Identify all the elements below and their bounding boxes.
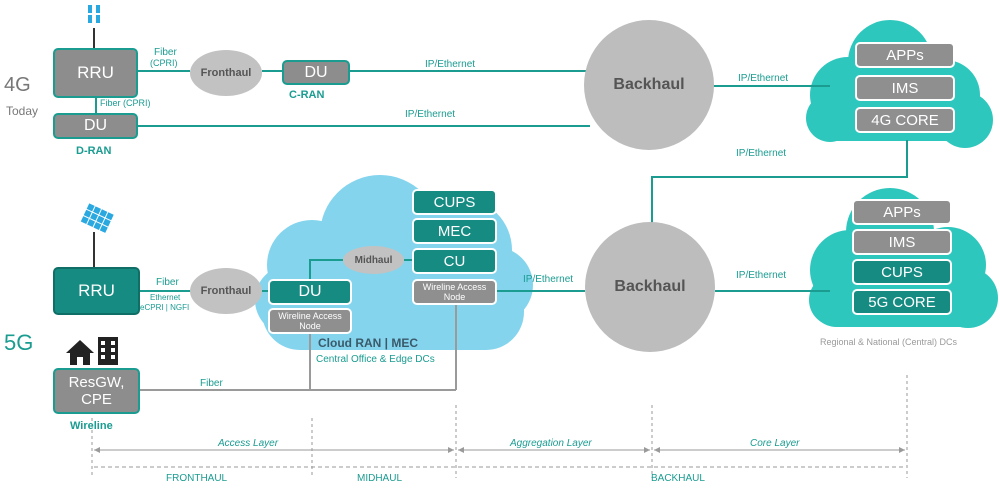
segment-fronthaul: FRONTHAUL bbox=[166, 473, 228, 484]
layer-arrows bbox=[94, 449, 905, 468]
core-5g-cups: CUPS bbox=[852, 259, 952, 285]
ip-label-interconnect: IP/Ethernet bbox=[736, 148, 787, 159]
fronthaul-5g: Fronthaul bbox=[190, 268, 262, 314]
du-cran: DU bbox=[282, 60, 350, 85]
building-icon bbox=[98, 337, 118, 365]
wireline-label: Wireline bbox=[70, 420, 113, 432]
ecpri-label-5g: eCPRI | NGFI bbox=[140, 303, 190, 312]
ethernet-label-5g: Ethernet bbox=[150, 293, 181, 302]
fronthaul-4g: Fronthaul bbox=[190, 50, 262, 96]
cu-stack-cu: CU bbox=[412, 248, 497, 274]
layer-access: Access Layer bbox=[218, 438, 279, 449]
du-dran: DU bbox=[53, 113, 138, 139]
cell-tower-5g-icon bbox=[80, 203, 114, 268]
house-icon bbox=[66, 340, 94, 365]
backhaul-4g: Backhaul bbox=[584, 20, 714, 150]
dran-label: D-RAN bbox=[76, 145, 112, 157]
ip-label-top: IP/Ethernet bbox=[425, 59, 476, 70]
cloud-ran-sublabel: Central Office & Edge DCs bbox=[316, 354, 435, 365]
fiber-wireline-label: Fiber bbox=[200, 378, 223, 389]
segment-midhaul: MIDHAUL bbox=[357, 473, 403, 484]
layer-core: Core Layer bbox=[750, 438, 800, 449]
fiber-label-5g: Fiber bbox=[156, 277, 179, 288]
midhaul-5g: Midhaul bbox=[343, 246, 404, 274]
core-5g-apps: APPs bbox=[852, 199, 952, 225]
fiber-cpri-vertical-label: Fiber (CPRI) bbox=[100, 98, 151, 108]
du-5g: DU bbox=[268, 279, 352, 305]
core-5g-core: 5G CORE bbox=[852, 289, 952, 315]
wireline-links bbox=[140, 304, 457, 391]
rru-5g: RRU bbox=[53, 267, 140, 315]
fiber-label-4g: Fiber bbox=[154, 47, 177, 58]
cu-stack-mec: MEC bbox=[412, 218, 497, 244]
rru-4g: RRU bbox=[53, 48, 138, 98]
cu-stack-cups: CUPS bbox=[412, 189, 497, 215]
5g-links bbox=[140, 259, 830, 292]
resgw-cpe: ResGW, CPE bbox=[53, 368, 140, 414]
label-today: Today bbox=[6, 104, 39, 118]
cell-tower-4g-icon bbox=[88, 5, 100, 48]
ip-label-to-4g-core: IP/Ethernet bbox=[738, 73, 789, 84]
layer-dividers bbox=[91, 375, 908, 478]
wireline-access-node-right: Wireline Access Node bbox=[412, 279, 497, 305]
core-4g-core: 4G CORE bbox=[855, 107, 955, 133]
4g-links bbox=[95, 70, 908, 230]
ip-label-to-backhaul-5g: IP/Ethernet bbox=[523, 274, 574, 285]
layer-aggregation: Aggregation Layer bbox=[510, 438, 592, 449]
wireline-access-node-left: Wireline Access Node bbox=[268, 308, 352, 334]
core-4g-ims: IMS bbox=[855, 75, 955, 101]
core-4g-apps: APPs bbox=[855, 42, 955, 68]
core-5g-ims: IMS bbox=[852, 229, 952, 255]
ip-label-to-5g-core: IP/Ethernet bbox=[736, 270, 787, 281]
cpri-label-4g: (CPRI) bbox=[150, 58, 178, 68]
arrow-heads bbox=[94, 447, 905, 453]
backhaul-5g: Backhaul bbox=[585, 222, 715, 352]
segment-backhaul: BACKHAUL bbox=[651, 473, 705, 484]
cloud-ran-label: Cloud RAN | MEC bbox=[318, 336, 419, 350]
label-5g: 5G bbox=[4, 330, 34, 355]
label-4g: 4G bbox=[4, 74, 31, 96]
core-dc-caption: Regional & National (Central) DCs bbox=[820, 337, 958, 347]
cran-label: C-RAN bbox=[289, 89, 325, 101]
ip-label-mid: IP/Ethernet bbox=[405, 109, 456, 120]
